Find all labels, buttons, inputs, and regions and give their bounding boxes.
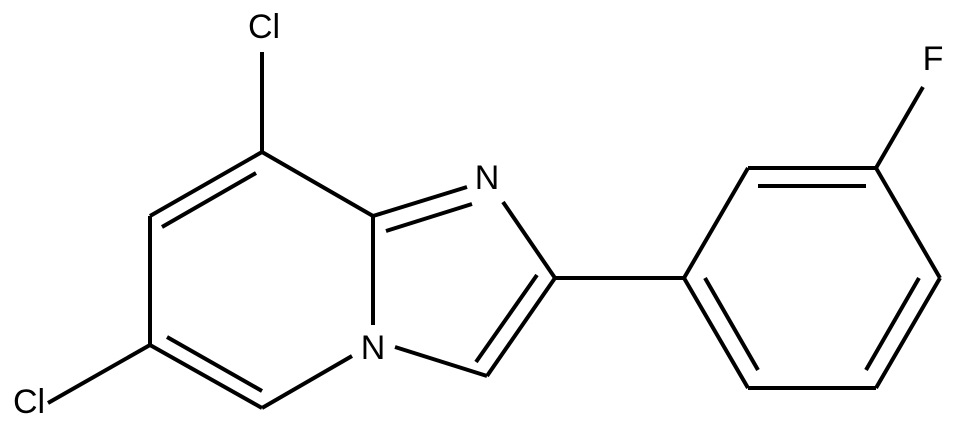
bond-c8-c7 bbox=[149, 150, 263, 218]
bond-ph3-ph4 bbox=[874, 166, 942, 280]
bond-c8a-n1 bbox=[372, 185, 468, 218]
bond-c2-c3-double bbox=[474, 273, 539, 364]
bond-ph6-ph1 bbox=[682, 276, 750, 390]
bond-c8a-c8 bbox=[261, 150, 374, 218]
chlorine-label-bottom: Cl bbox=[13, 383, 45, 421]
chlorine-label-top: Cl bbox=[248, 8, 280, 46]
bond-ph4-ph5-double bbox=[864, 277, 921, 371]
atom-labels: Cl Cl N N F bbox=[13, 8, 943, 421]
fluorine-label: F bbox=[923, 40, 944, 78]
bond-c6-c5 bbox=[149, 343, 263, 410]
bond-c8a-n1-double bbox=[385, 202, 473, 233]
bonds bbox=[47, 52, 942, 410]
bond-ph1-ph2 bbox=[682, 166, 750, 280]
bond-n1-c2 bbox=[501, 200, 557, 280]
bond-c5-n4 bbox=[260, 354, 354, 410]
nitrogen-label-bridge: N bbox=[361, 329, 386, 367]
bond-ph4-ph5 bbox=[874, 276, 942, 390]
bond-c6-cl bbox=[47, 343, 151, 405]
bond-ph3-f bbox=[874, 85, 925, 170]
bond-ph6-ph1-double bbox=[703, 277, 760, 371]
bond-c2-c3 bbox=[485, 276, 557, 378]
bond-c8-c7-double bbox=[161, 171, 257, 229]
bond-c6-c5-double bbox=[166, 335, 263, 393]
bond-c3-n4 bbox=[394, 345, 488, 378]
nitrogen-label-imidazole: N bbox=[475, 159, 500, 197]
